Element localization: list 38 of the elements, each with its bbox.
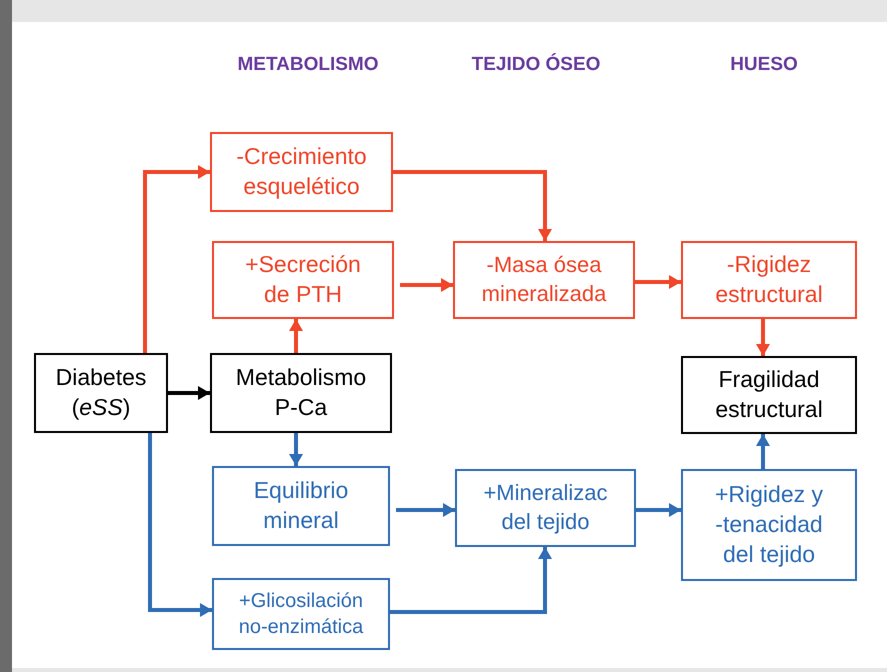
- process-box: [212, 241, 394, 319]
- process-box: [210, 132, 393, 212]
- box-label: -Crecimiento esquelético: [235, 142, 368, 201]
- process-box: [455, 469, 636, 547]
- box-label: -Masa ósea mineralizada: [480, 251, 608, 308]
- process-box: [34, 353, 168, 433]
- box-label: -Rigidez estructural: [714, 250, 824, 309]
- process-box: [681, 241, 857, 319]
- arrow: [756, 319, 770, 356]
- arrow: [396, 503, 455, 517]
- process-box: [212, 466, 390, 546]
- box-label: Diabetes (eSS): [54, 363, 148, 422]
- box-label: +Secreción de PTH: [244, 250, 362, 309]
- box-label: +Rigidez y -tenacidad del tejido: [714, 480, 824, 569]
- arrow: [148, 433, 212, 617]
- box-label: Metabolismo P-Ca: [234, 363, 368, 422]
- column-heading: HUESO: [730, 54, 798, 76]
- arrow: [756, 434, 770, 469]
- process-box: [453, 241, 635, 319]
- arrow: [289, 433, 303, 466]
- process-box: [681, 469, 857, 581]
- process-box: [212, 578, 390, 650]
- arrow: [400, 278, 453, 292]
- box-label: +Glicosilación no-enzimática: [238, 589, 364, 640]
- box-label: +Mineralizac del tejido: [482, 479, 609, 536]
- arrow: [636, 503, 681, 517]
- box-label: Equilibrio mineral: [252, 476, 350, 535]
- arrow: [143, 165, 210, 353]
- process-box: [210, 353, 392, 433]
- arrow: [289, 319, 303, 353]
- column-heading: TEJIDO ÓSEO: [472, 54, 600, 76]
- arrow: [390, 547, 552, 614]
- box-label: Fragilidad estructural: [714, 365, 824, 424]
- arrow: [168, 386, 210, 400]
- process-box: [681, 356, 857, 434]
- arrow: [393, 170, 552, 241]
- arrow: [635, 275, 681, 289]
- column-heading: METABOLISMO: [237, 54, 379, 76]
